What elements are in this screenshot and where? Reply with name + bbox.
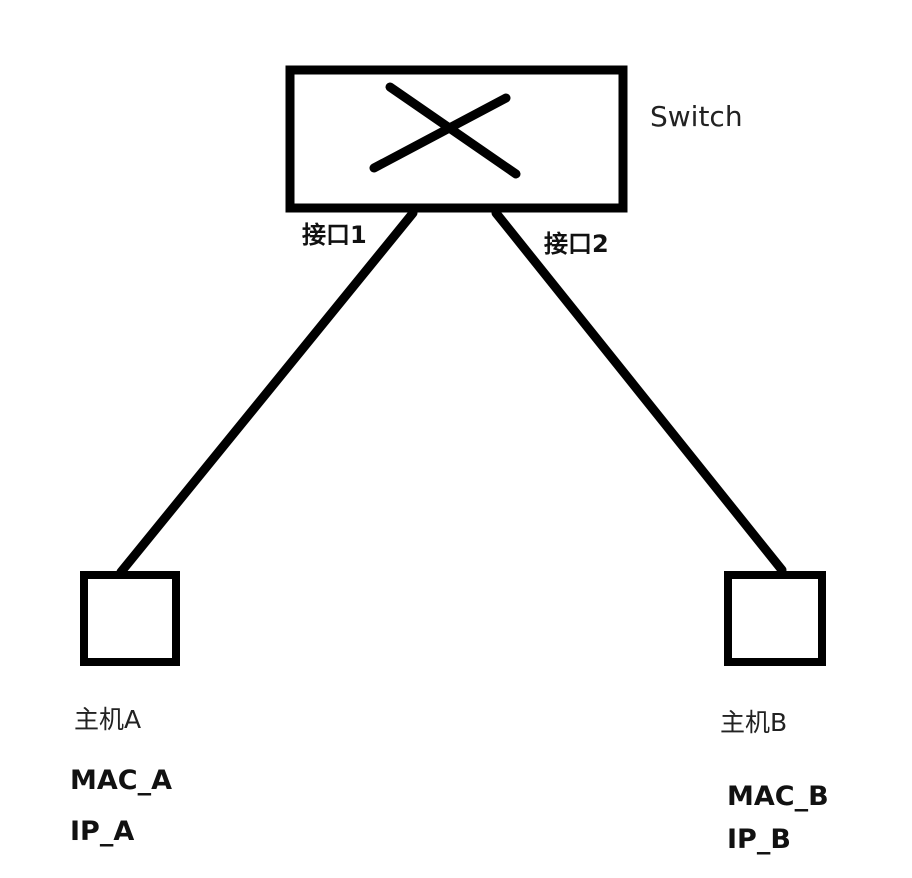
host-b-box [724,571,826,666]
host-b-ip: IP_B [727,824,791,855]
link-port1-host-a [116,208,418,577]
host-a-ip: IP_A [70,816,135,847]
host-a-mac: MAC_A [70,765,172,796]
host-b-name: 主机B [720,708,788,737]
host-a-name: 主机A [74,705,142,734]
port-1-label: 接口1 [302,221,367,249]
switch-box [285,65,628,213]
switch-node [285,65,628,213]
switch-cross-icon [369,82,521,179]
switch-label: Switch [650,100,743,133]
host-a-box [80,571,180,666]
host-b-mac: MAC_B [727,781,829,812]
port-2-label: 接口2 [544,230,609,258]
link-port2-host-b [491,208,787,575]
